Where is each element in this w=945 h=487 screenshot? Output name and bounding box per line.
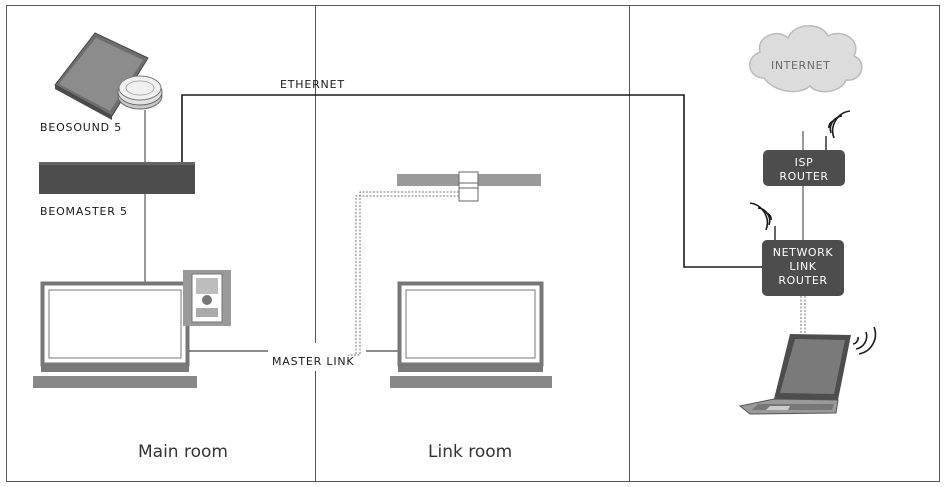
link-room-speaker-icon bbox=[397, 171, 541, 202]
laptop-wifi-icon bbox=[852, 326, 877, 355]
room-frame bbox=[6, 5, 940, 482]
link-room-tv-icon bbox=[390, 281, 552, 388]
network-router-label-line2: LINK bbox=[789, 260, 816, 273]
beosound-5-icon bbox=[54, 32, 163, 120]
main-room-tv-icon bbox=[33, 281, 197, 388]
beomaster-label: BEOMASTER 5 bbox=[40, 205, 128, 218]
network-router-label-line1: NETWORK bbox=[773, 246, 834, 259]
beosound-label: BEOSOUND 5 bbox=[40, 121, 122, 134]
master-link-label-bg bbox=[268, 343, 366, 371]
network-router-wifi-icon bbox=[749, 202, 772, 231]
internet-label: INTERNET bbox=[771, 59, 830, 72]
ethernet-cable bbox=[181, 94, 762, 268]
room-label-link: Link room bbox=[428, 442, 512, 462]
isp-router-box bbox=[763, 136, 845, 186]
laptop-icon bbox=[738, 334, 851, 415]
network-link-router-box bbox=[762, 226, 844, 296]
internet-cloud-icon bbox=[749, 25, 863, 93]
isp-router-label-line1: ISP bbox=[795, 156, 814, 169]
wireless-link-line bbox=[800, 296, 806, 334]
link-room-ir-wire bbox=[348, 191, 459, 356]
beomaster-5-icon bbox=[39, 162, 195, 194]
network-router-label-line3: ROUTER bbox=[778, 274, 827, 287]
room-label-main: Main room bbox=[138, 442, 228, 462]
beocenter-icon bbox=[183, 270, 231, 326]
isp-router-wifi-icon bbox=[828, 110, 851, 139]
ethernet-label: ETHERNET bbox=[280, 78, 345, 91]
master-link-label: MASTER LINK bbox=[272, 355, 354, 368]
isp-router-label-line2: ROUTER bbox=[779, 170, 828, 183]
